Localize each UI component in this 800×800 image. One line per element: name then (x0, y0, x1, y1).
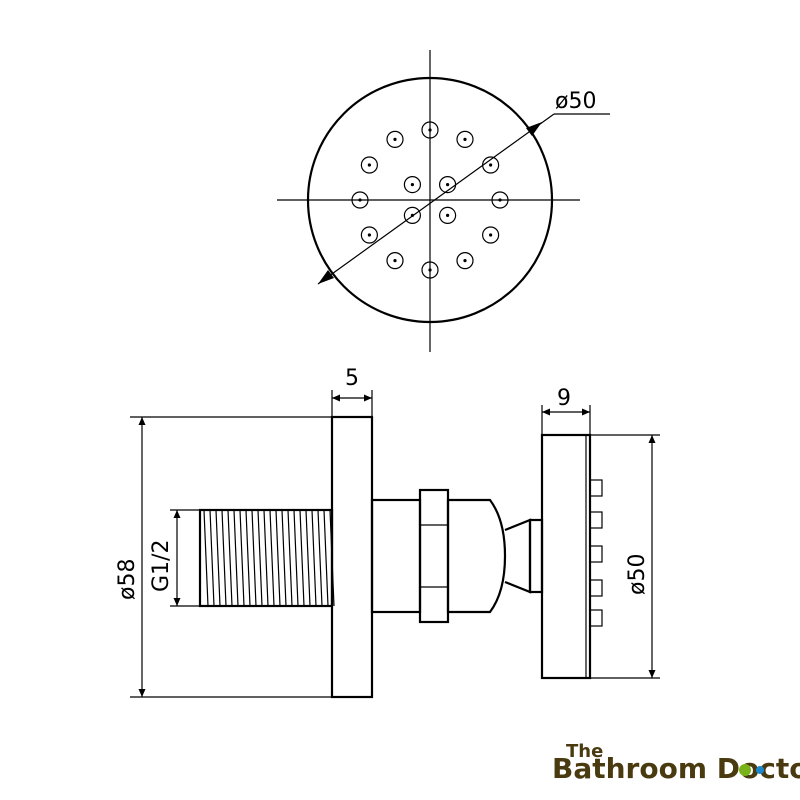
neck (370, 498, 422, 614)
flange-plate (330, 415, 374, 699)
arrow-head (526, 122, 542, 136)
thread-line (317, 509, 323, 607)
face-diameter-label: ø50 (555, 89, 596, 114)
thread-line (251, 509, 257, 607)
thread-line (293, 509, 299, 607)
nozzle (386, 130, 404, 148)
nozzle (491, 191, 509, 209)
nozzle (439, 206, 457, 224)
swivel (504, 518, 532, 594)
thread-lines (203, 509, 335, 607)
head-nozzle (589, 479, 603, 497)
hex-nut (418, 488, 450, 624)
logo-the: The (566, 741, 603, 762)
connector (528, 518, 544, 594)
thread-line (323, 509, 329, 607)
thread-line (329, 509, 335, 607)
thread-line (281, 509, 287, 607)
head-nozzle (589, 511, 603, 529)
nozzle (421, 261, 439, 279)
head-diameter-label: ø50 (625, 554, 650, 595)
thread-line (287, 509, 293, 607)
arrow-head (138, 689, 146, 697)
arrow-head (318, 270, 334, 284)
thread-line (209, 509, 215, 607)
thread-line (305, 509, 311, 607)
thread-line (275, 509, 281, 607)
nozzle (456, 130, 474, 148)
thread-line (311, 509, 317, 607)
arrow-head (138, 417, 146, 425)
head-nozzle (589, 579, 603, 597)
thread-line (299, 509, 305, 607)
arrow-head (173, 510, 181, 518)
arrow-head (648, 670, 656, 678)
ball-joint (446, 498, 507, 614)
arrow-head (332, 394, 340, 402)
arrow-head (542, 408, 550, 416)
nozzle (351, 191, 369, 209)
head-depth-label: 9 (557, 386, 571, 411)
nozzle (386, 252, 404, 270)
nozzle (421, 121, 439, 139)
thread-line (221, 509, 227, 607)
thread-line (239, 509, 245, 607)
side-view: 5 9 ø58 G1/2 ø50 (115, 366, 660, 699)
head-nozzles (589, 479, 603, 627)
flange-thickness-label: 5 (345, 366, 359, 391)
jet-head (540, 433, 592, 680)
thread-line (227, 509, 233, 607)
dimension-arrows (138, 394, 656, 697)
logo-accent (739, 764, 751, 776)
logo-accent (756, 766, 764, 774)
nozzle (360, 226, 378, 244)
nozzle (456, 252, 474, 270)
thread-label: G1/2 (149, 540, 174, 592)
nozzle (360, 156, 378, 174)
thread-line (269, 509, 275, 607)
thread-line (215, 509, 221, 607)
nozzle-group (351, 121, 509, 279)
top-view: ø50 (277, 50, 610, 352)
nozzle (482, 226, 500, 244)
thread-line (263, 509, 269, 607)
thread-line (245, 509, 251, 607)
thread-line (257, 509, 263, 607)
arrow-head (582, 408, 590, 416)
arrow-head (648, 435, 656, 443)
diameter-leader (317, 113, 555, 285)
head-nozzle (589, 545, 603, 563)
arrow-head (364, 394, 372, 402)
arrow-head (173, 598, 181, 606)
head-nozzle (589, 609, 603, 627)
brand-logo: The Bathroom Doctor (552, 741, 800, 785)
flange-diameter-label: ø58 (115, 559, 140, 600)
thread-line (203, 509, 209, 607)
nozzle (403, 176, 421, 194)
thread-line (233, 509, 239, 607)
